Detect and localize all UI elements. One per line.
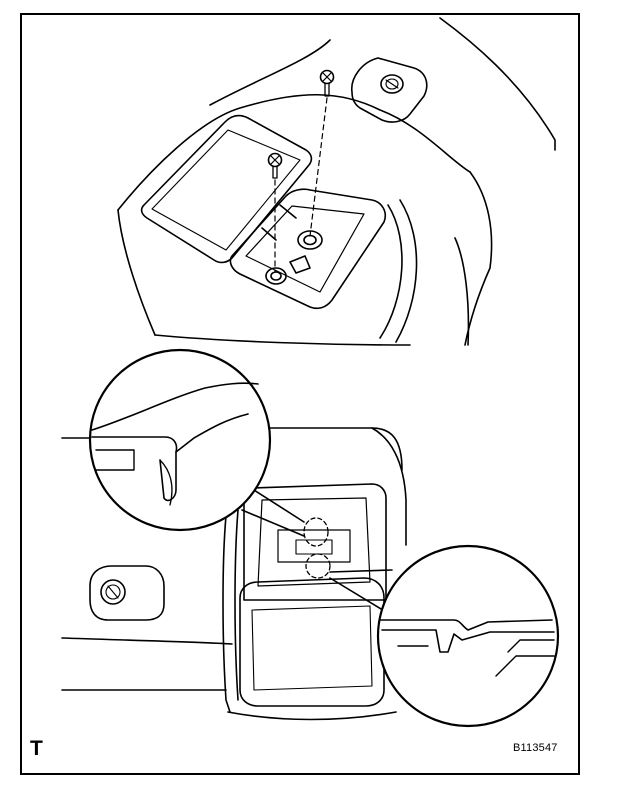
lower-console-left-wall <box>222 509 239 713</box>
screw-cap-lower <box>89 565 165 621</box>
figure-code-label: B113547 <box>513 742 558 754</box>
console-recess-outer <box>229 188 387 310</box>
callout-claw-mark <box>303 517 329 547</box>
lower-lid-base <box>227 711 397 721</box>
lower-lid-face <box>251 605 373 691</box>
lower-console-bottom <box>61 637 233 691</box>
console-body-outline <box>439 17 556 346</box>
screw-right-axis <box>309 97 328 237</box>
console-body-top <box>117 93 471 211</box>
lower-opening-slot <box>277 529 351 563</box>
detail-circle-claw <box>88 348 272 532</box>
screw-hole-left <box>265 267 287 285</box>
console-body-ridge <box>209 39 331 106</box>
leader-hinge <box>329 569 393 613</box>
screw-cap-upper <box>351 57 428 123</box>
detail-circle-hinge <box>376 544 560 728</box>
console-body-left <box>117 209 156 336</box>
screw-hole-right-inner <box>303 234 317 246</box>
screw-right-head <box>319 69 335 85</box>
recess-clip <box>289 255 311 274</box>
screw-hole-right <box>297 230 323 250</box>
upper-view <box>117 17 556 346</box>
view-corner-letter: T <box>30 737 43 760</box>
lower-lid <box>239 577 385 707</box>
screw-left <box>267 152 283 273</box>
lower-console-right <box>371 427 407 546</box>
lower-view <box>61 348 560 728</box>
console-lid-inner <box>151 129 301 251</box>
lower-opening-slot-inner <box>295 539 333 555</box>
console-base-curve <box>154 334 411 346</box>
console-side-curve <box>379 199 418 343</box>
callout-hinge-mark <box>305 553 331 579</box>
screw-right <box>309 69 335 237</box>
screw-hole-left-inner <box>270 271 282 281</box>
console-lid <box>140 114 313 264</box>
leader-claw <box>241 489 305 537</box>
console-rear-line <box>454 237 470 346</box>
console-recess-inner <box>245 205 365 293</box>
lower-opening-inner <box>257 497 371 587</box>
recess-wall <box>261 204 297 241</box>
screw-left-head <box>267 152 283 168</box>
